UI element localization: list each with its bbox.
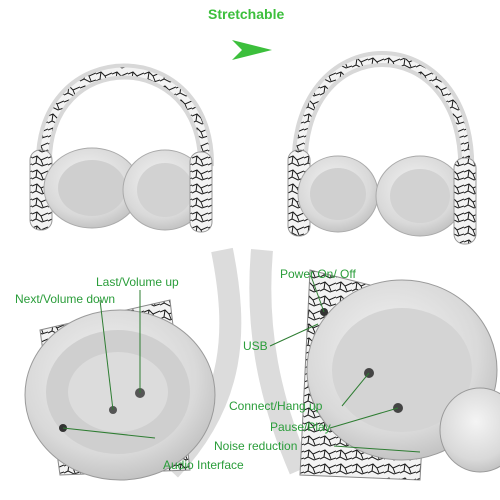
callout-lines <box>62 275 421 453</box>
label-connect: Connect/Hang up <box>229 399 323 413</box>
stretchable-title: Stretchable <box>208 6 285 22</box>
label-next-volume-down: Next/Volume down <box>15 292 116 306</box>
right-cup-closeup <box>249 249 500 481</box>
label-power: Power On/ Off <box>280 267 356 281</box>
label-noise-reduction: Noise reduction <box>214 439 298 453</box>
arrow-right-icon <box>232 40 272 60</box>
label-usb: USB <box>243 339 268 353</box>
label-last-volume-up: Last/Volume up <box>96 275 179 289</box>
headphones-stretched <box>287 51 477 245</box>
headphones-compact <box>29 63 215 233</box>
label-audio-interface: Audio Interface <box>163 458 244 472</box>
left-cup-closeup <box>24 247 242 481</box>
label-pause-play: Pause/Play <box>270 420 331 434</box>
